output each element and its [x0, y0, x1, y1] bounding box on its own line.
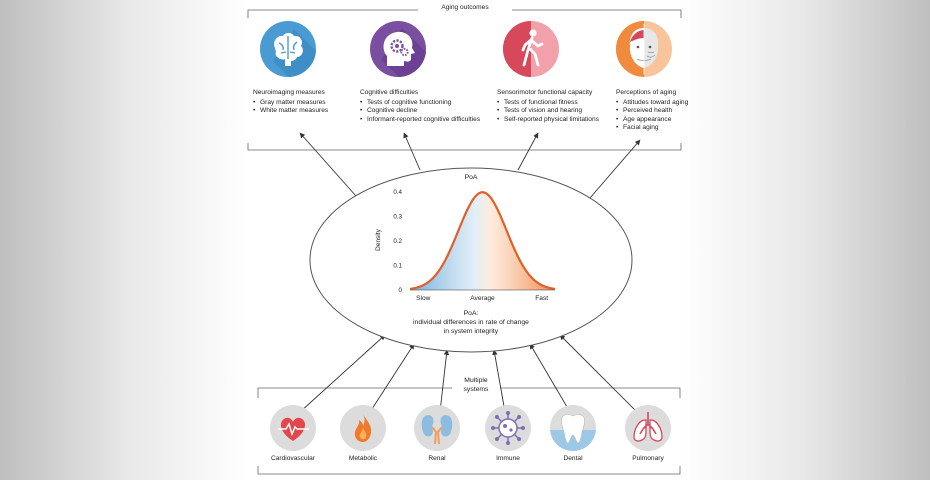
arrow-to-perceptions: [589, 139, 641, 199]
system-label-metabolic: Metabolic: [348, 455, 378, 462]
arrow-to-sensorimotor: [517, 132, 539, 171]
poa-caption-line2: individual differences in rate of change: [413, 318, 529, 326]
y-tick-label: 0: [399, 287, 403, 294]
outcome-item: Facial aging: [616, 124, 688, 132]
outcome-item: Gray matter measures: [253, 99, 328, 107]
head-gears-icon: [370, 21, 426, 77]
outcome-item: Age appearance: [616, 116, 688, 124]
outcome-item: White matter measures: [253, 107, 328, 115]
outcome-perceptions: Perceptions of aging Attitudes toward ag…: [616, 89, 688, 132]
y-tick-label: 0.2: [393, 238, 402, 245]
arrow-to-cognitive: [403, 132, 421, 171]
flame-icon: [340, 405, 386, 451]
system-label-renal: Renal: [428, 455, 446, 462]
arrow-from-immune: [492, 349, 506, 413]
top-bracket-lower: [247, 143, 682, 151]
chart-ylabel: Density: [375, 228, 382, 250]
lungs-icon: [625, 405, 671, 451]
heart-icon: [270, 405, 316, 451]
x-tick-label: Average: [470, 295, 495, 302]
poa-density-chart: PoA Density 0 0.1 0.2 0.3 0.4 Slow Average Fas…: [375, 174, 556, 302]
density-curve: [409, 191, 556, 290]
outcome-item: Informant-reported cognitive difficultie…: [360, 116, 480, 124]
virus-icon: [485, 405, 531, 451]
outcome-item: Tests of vision and hearing: [497, 107, 599, 115]
outcome-item: Perceived health: [616, 107, 688, 115]
top-box-title: Aging outcomes: [441, 4, 489, 11]
arrow-from-pulmonary: [559, 334, 638, 413]
outcome-title: Perceptions of aging: [616, 89, 677, 96]
outcome-item: Attitudes toward aging: [616, 99, 688, 107]
bottom-bracket-lower: [257, 466, 681, 475]
x-tick-label: Fast: [535, 295, 548, 302]
density-area: [410, 192, 555, 290]
arrow-from-cardiovascular: [299, 334, 386, 413]
systems-title: Multiple systems: [440, 377, 512, 395]
aging-face-icon: [616, 21, 672, 77]
system-label-dental: Dental: [563, 455, 583, 462]
systems-title-line2: systems: [463, 385, 489, 393]
tooth-icon: [550, 405, 596, 451]
walking-person-icon: [503, 21, 559, 77]
poa-caption-line1: PoA:: [463, 310, 479, 317]
top-bracket-upper: [247, 9, 682, 18]
poa-caption: PoA: individual differences in rate of c…: [391, 310, 551, 336]
outcome-title: Cognitive difficulties: [360, 89, 419, 96]
chart-title: PoA: [465, 174, 478, 181]
system-label-immune: Immune: [496, 455, 520, 462]
y-tick-label: 0.1: [393, 263, 402, 270]
x-axis: Slow Average Fast: [416, 295, 548, 302]
y-tick-label: 0.4: [393, 189, 402, 196]
outcome-cognitive: Cognitive difficulties Tests of cognitiv…: [360, 89, 480, 124]
y-tick-label: 0.3: [393, 214, 402, 221]
arrow-from-dental: [529, 343, 571, 413]
outcome-title: Sensorimotor functional capacity: [497, 89, 593, 96]
outcome-item: Cognitive decline: [360, 107, 480, 115]
system-label-cardiovascular: Cardiovascular: [271, 455, 315, 462]
brain-icon: [260, 21, 316, 77]
bottom-bracket-upper: [257, 387, 681, 398]
outcome-sensorimotor: Sensorimotor functional capacity Tests o…: [497, 89, 599, 124]
arrow-from-metabolic: [369, 343, 415, 413]
outcome-title: Neuroimaging measures: [253, 89, 325, 96]
outcome-item: Tests of cognitive functioning: [360, 99, 480, 107]
arrow-from-renal: [439, 349, 450, 413]
poa-caption-line3: in system integrity: [443, 327, 499, 335]
y-axis: 0 0.1 0.2 0.3 0.4: [393, 189, 402, 294]
outcome-item: Self-reported physical limitations: [497, 116, 599, 124]
kidneys-icon: [414, 405, 460, 451]
outcome-neuroimaging: Neuroimaging measures Gray matter measur…: [253, 89, 328, 116]
outcome-item: Tests of functional fitness: [497, 99, 599, 107]
arrow-to-neuroimaging: [299, 132, 357, 197]
x-tick-label: Slow: [416, 295, 431, 302]
system-label-pulmonary: Pulmonary: [632, 455, 664, 462]
systems-title-line1: Multiple: [464, 377, 488, 384]
